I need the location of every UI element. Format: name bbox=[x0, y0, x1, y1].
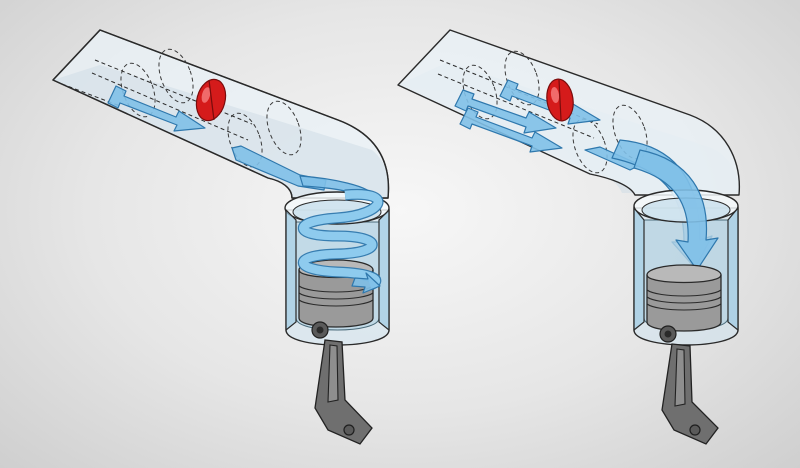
right-panel bbox=[397, 29, 741, 445]
air-flow-arrow-icon bbox=[298, 188, 384, 294]
throttle-valve-icon bbox=[195, 78, 227, 122]
connecting-rod-icon bbox=[661, 343, 719, 445]
piston-icon bbox=[646, 264, 722, 343]
connecting-rod-icon bbox=[314, 339, 373, 445]
intake-pipe-icon bbox=[52, 29, 390, 199]
left-panel bbox=[52, 29, 390, 445]
throttle-valve-icon bbox=[546, 78, 574, 122]
